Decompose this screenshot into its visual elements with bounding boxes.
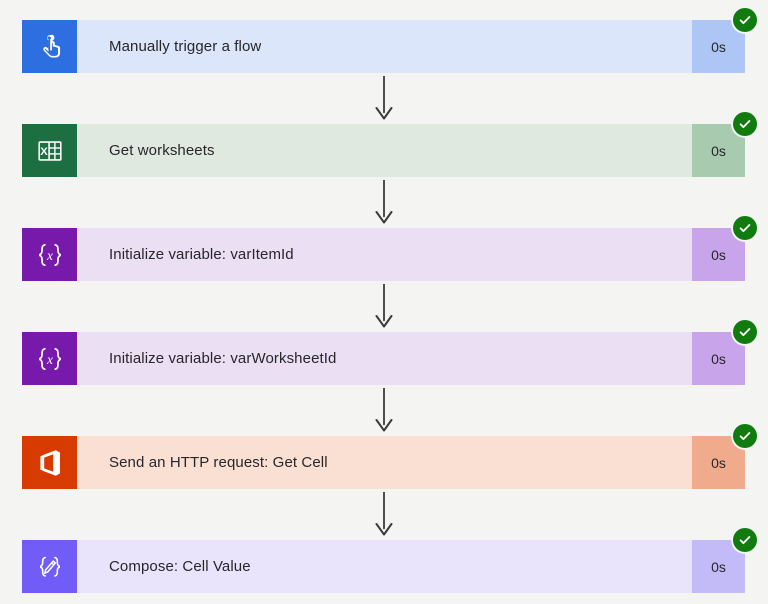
flow-step-title: Initialize variable: varItemId xyxy=(109,246,294,263)
tap-hand-icon xyxy=(22,20,77,73)
arrow-down-4 xyxy=(371,388,397,433)
success-check-icon xyxy=(733,216,757,240)
variable-braces-x-icon: x xyxy=(22,228,77,281)
flow-step-body: Initialize variable: varWorksheetId xyxy=(77,332,692,385)
success-check-icon xyxy=(733,424,757,448)
flow-step-body: Send an HTTP request: Get Cell xyxy=(77,436,692,489)
arrow-down-3 xyxy=(371,284,397,329)
svg-text:x: x xyxy=(46,351,53,366)
flow-step-body: Compose: Cell Value xyxy=(77,540,692,593)
svg-text:x: x xyxy=(46,247,53,262)
flow-step-body: Manually trigger a flow xyxy=(77,20,692,73)
flow-step-title: Manually trigger a flow xyxy=(109,38,262,55)
success-check-icon xyxy=(733,320,757,344)
success-check-icon xyxy=(733,8,757,32)
variable-braces-x-icon: x xyxy=(22,332,77,385)
svg-text:X: X xyxy=(40,145,48,157)
arrow-down-5 xyxy=(371,492,397,537)
compose-pencil-braces-icon xyxy=(22,540,77,593)
flow-step-title: Send an HTTP request: Get Cell xyxy=(109,454,328,471)
flow-step-title: Compose: Cell Value xyxy=(109,558,251,575)
success-check-icon xyxy=(733,528,757,552)
flow-step-body: Initialize variable: varItemId xyxy=(77,228,692,281)
flow-step-title: Get worksheets xyxy=(109,142,215,159)
arrow-down-1 xyxy=(371,76,397,121)
excel-icon: X xyxy=(22,124,77,177)
flow-step-body: Get worksheets xyxy=(77,124,692,177)
office-365-icon xyxy=(22,436,77,489)
flow-step-title: Initialize variable: varWorksheetId xyxy=(109,350,337,367)
arrow-down-2 xyxy=(371,180,397,225)
success-check-icon xyxy=(733,112,757,136)
